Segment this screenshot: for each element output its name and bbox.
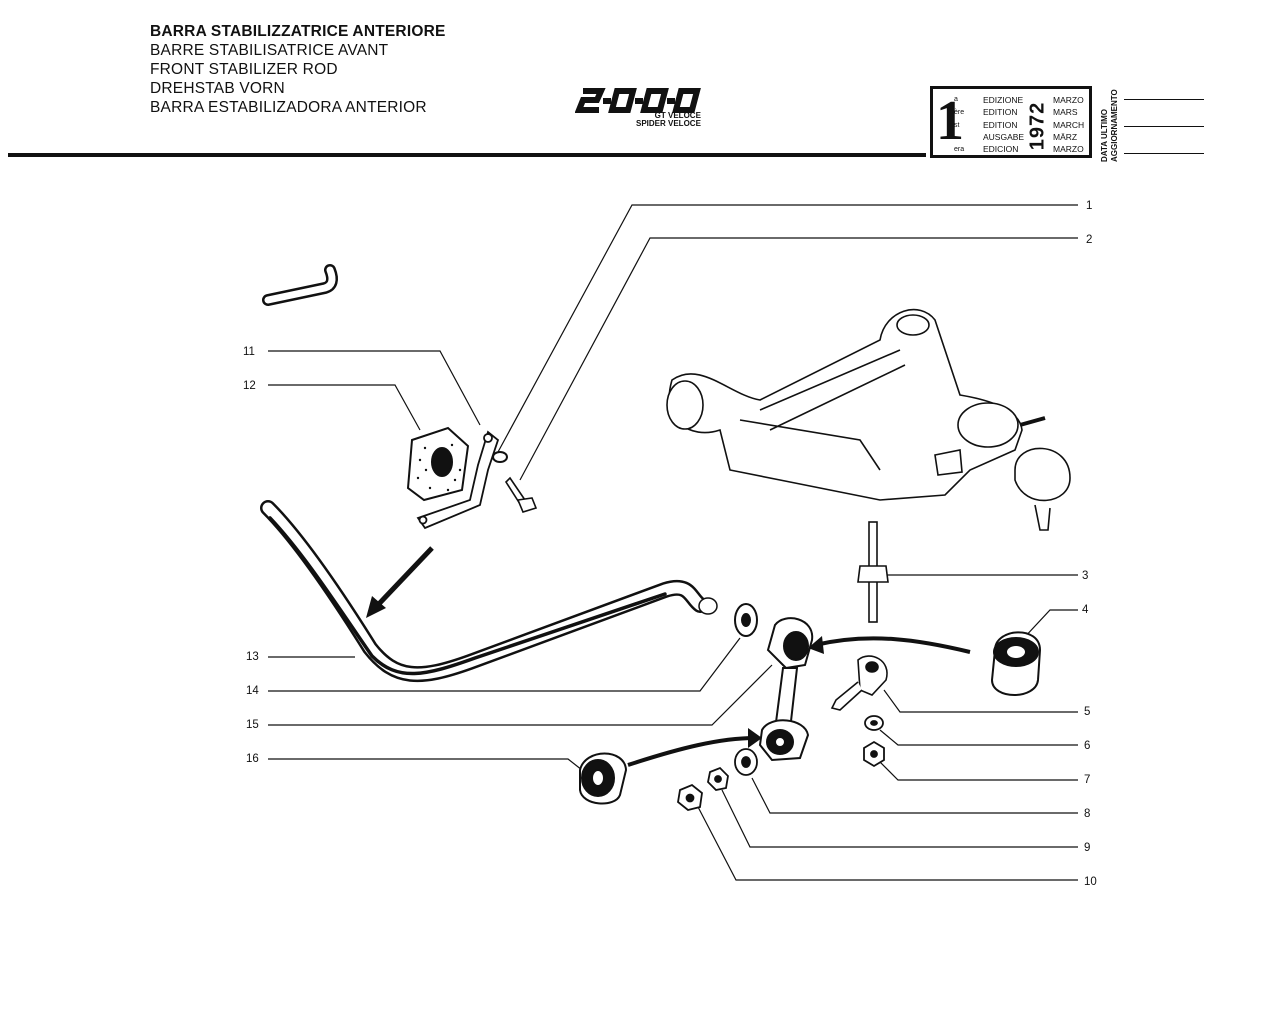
edition-month: MARS bbox=[1053, 107, 1078, 117]
washer-14 bbox=[734, 603, 758, 637]
callout-14: 14 bbox=[246, 685, 259, 697]
rubber-bushing bbox=[406, 426, 470, 502]
callout-8: 8 bbox=[1084, 808, 1091, 820]
model-names: GT VELOCE SPIDER VELOCE bbox=[636, 112, 701, 128]
callout-6: 6 bbox=[1084, 740, 1091, 752]
edition-suffix: ère bbox=[954, 109, 965, 116]
suspension-arm bbox=[666, 308, 1071, 531]
edition-month: MARCH bbox=[1053, 120, 1085, 130]
bushing-4 bbox=[990, 631, 1042, 696]
callout-13: 13 bbox=[246, 651, 259, 663]
edition-word: EDITION bbox=[983, 107, 1018, 117]
leader-2 bbox=[519, 237, 1078, 481]
title-block: BARRA STABILIZZATRICE ANTERIORE BARRE ST… bbox=[150, 22, 446, 117]
leader-14 bbox=[268, 637, 741, 692]
ball-stud-5 bbox=[830, 655, 888, 711]
edition-word: AUSGABE bbox=[983, 132, 1025, 142]
callout-7: 7 bbox=[1084, 774, 1091, 786]
leader-1 bbox=[497, 204, 1078, 453]
edition-suffix: st bbox=[954, 122, 960, 129]
stud-3 bbox=[857, 521, 889, 623]
arrow-4-to-link bbox=[814, 636, 971, 654]
bolt-2 bbox=[504, 476, 538, 513]
model-gt-veloce: GT VELOCE bbox=[654, 111, 701, 120]
leader-8 bbox=[751, 777, 1078, 814]
edition-suffix: . bbox=[954, 134, 956, 141]
title-french: BARRE STABILISATRICE AVANT bbox=[150, 42, 389, 59]
edition-month: MARZO bbox=[1053, 95, 1084, 105]
callout-5: 5 bbox=[1084, 706, 1091, 718]
leader-9 bbox=[721, 789, 1078, 848]
callout-3: 3 bbox=[1082, 570, 1089, 582]
edition-word: EDIZIONE bbox=[983, 95, 1024, 105]
leader-10 bbox=[696, 804, 1078, 881]
callout-15: 15 bbox=[246, 719, 259, 731]
leader-12 bbox=[268, 384, 421, 431]
edition-word: EDICION bbox=[983, 144, 1019, 154]
callout-9: 9 bbox=[1084, 842, 1091, 854]
leader-16 bbox=[268, 758, 583, 771]
leader-15 bbox=[268, 664, 773, 726]
logo-2000 bbox=[575, 86, 705, 132]
leader-7 bbox=[877, 759, 1078, 781]
update-field-line bbox=[1124, 126, 1204, 127]
arrow-16-to-link bbox=[627, 736, 756, 767]
edition-month: MARZO bbox=[1053, 144, 1084, 154]
edition-suffix: era bbox=[954, 146, 965, 153]
header-rule bbox=[8, 153, 926, 157]
arrow-bushing-to-bar bbox=[373, 546, 434, 610]
edition-suffix: a bbox=[954, 96, 958, 103]
callout-16: 16 bbox=[246, 753, 259, 765]
title-spanish: BARRA ESTABILIZADORA ANTERIOR bbox=[150, 99, 427, 116]
edition-box: 1 a ère st . era EDIZIONE EDITION EDITIO… bbox=[930, 86, 1092, 158]
update-field-line bbox=[1124, 99, 1204, 100]
title-italian: BARRA STABILIZZATRICE ANTERIORE bbox=[150, 23, 446, 40]
title-german: DREHSTAB VORN bbox=[150, 80, 285, 97]
edition-word: EDITION bbox=[983, 120, 1018, 130]
washer-1 bbox=[492, 451, 508, 463]
callout-10: 10 bbox=[1084, 876, 1097, 888]
callout-11: 11 bbox=[243, 346, 255, 358]
bushing-16 bbox=[579, 752, 628, 805]
title-english: FRONT STABILIZER ROD bbox=[150, 61, 338, 78]
model-spider-veloce: SPIDER VELOCE bbox=[636, 119, 701, 128]
stabilizer-link bbox=[758, 617, 814, 762]
clamp-bracket bbox=[416, 430, 500, 530]
leader-11 bbox=[268, 350, 481, 426]
callout-1: 1 bbox=[1086, 200, 1093, 212]
edition-month: MÄRZ bbox=[1053, 132, 1078, 142]
update-field-line bbox=[1124, 153, 1204, 154]
callout-12: 12 bbox=[243, 380, 256, 392]
callout-4: 4 bbox=[1082, 604, 1089, 616]
stabilizer-bar bbox=[260, 264, 718, 683]
leader-6 bbox=[879, 729, 1078, 746]
edition-number: 1 bbox=[936, 90, 964, 152]
leader-5 bbox=[883, 689, 1078, 713]
callout-2: 2 bbox=[1086, 234, 1093, 246]
leader-4 bbox=[1021, 609, 1078, 641]
